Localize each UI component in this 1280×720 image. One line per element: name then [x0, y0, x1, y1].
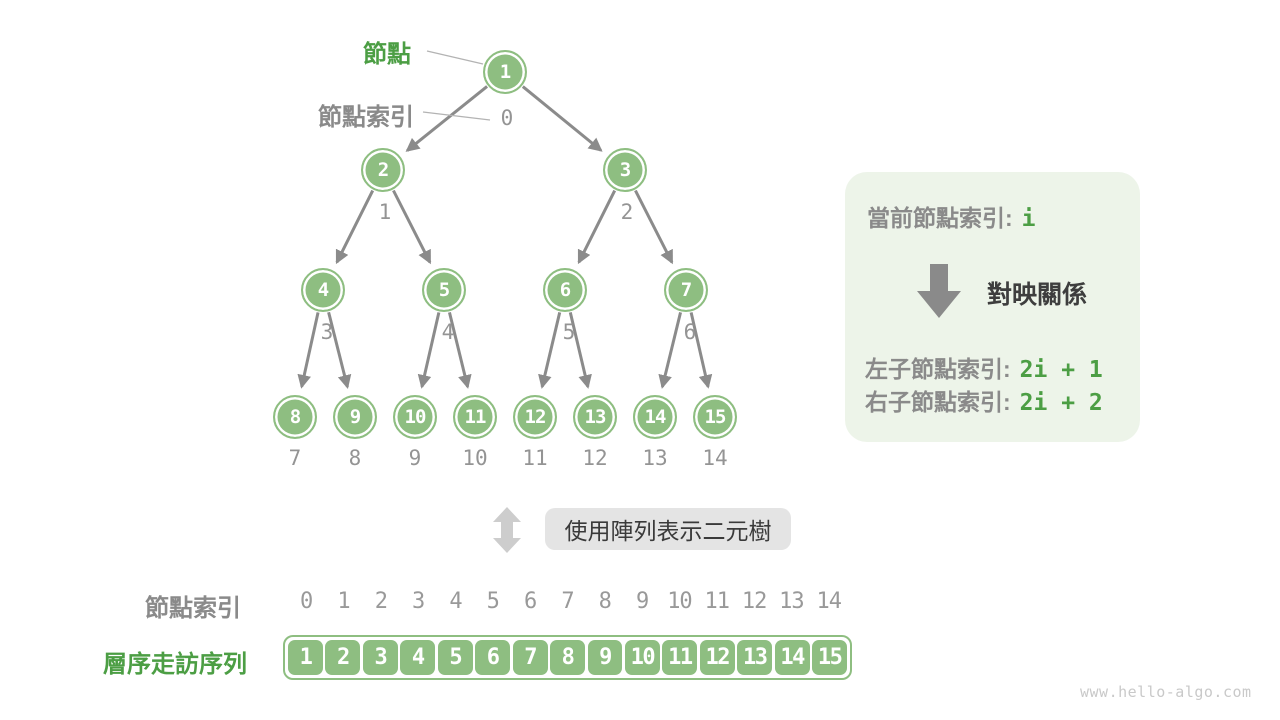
left-child-index-label: 左子節點索引: — [865, 356, 1011, 382]
array-index: 5 — [486, 588, 500, 614]
tree-edge — [538, 312, 562, 389]
tree-node: 9 — [333, 395, 377, 439]
tree-edge — [417, 312, 441, 389]
node-index-label: 13 — [642, 446, 668, 470]
array-cell: 14 — [774, 640, 810, 675]
array-cell: 1 — [288, 640, 323, 675]
tree-edge — [521, 85, 603, 152]
tree-node: 1 — [483, 50, 527, 94]
array-index: 12 — [741, 588, 768, 614]
tree-edge — [392, 189, 432, 265]
tree-node: 15 — [693, 395, 737, 439]
mapping-down-arrow-icon — [917, 264, 961, 318]
array-cell: 7 — [512, 640, 548, 675]
array-index: 6 — [524, 588, 537, 614]
array-representation-caption: 使用陣列表示二元樹 — [545, 508, 791, 550]
node-index-label: 3 — [320, 320, 334, 344]
node-index-label: 11 — [522, 446, 548, 470]
left-child-index-line: 左子節點索引: 2i + 1 — [865, 350, 1103, 384]
tree-node: 7 — [664, 268, 708, 312]
node-index-label: 4 — [441, 320, 455, 344]
index-mapping-panel: 當前節點索引: i 對映關係 左子節點索引: 2i + 1 右子節點索引: 2i + … — [845, 172, 1140, 442]
array-cell: 5 — [437, 640, 473, 675]
array-index: 13 — [779, 588, 805, 614]
node-index-label: 9 — [408, 446, 422, 470]
array-cell: 8 — [550, 640, 585, 675]
tree-node: 8 — [273, 395, 317, 439]
array-index: 11 — [704, 588, 731, 614]
node-index-label: 12 — [582, 446, 608, 470]
array-cell: 12 — [699, 640, 735, 675]
right-child-index-label: 右子節點索引: — [865, 389, 1011, 415]
right-child-index-line: 右子節點索引: 2i + 2 — [865, 383, 1103, 417]
tree-node: 13 — [573, 395, 617, 439]
tree-edge — [634, 189, 674, 265]
array-index: 0 — [300, 588, 313, 614]
tree-edge — [297, 312, 320, 389]
node-index-label: 2 — [620, 200, 634, 224]
node-index-label: 1 — [378, 200, 392, 224]
array-index: 10 — [667, 588, 693, 614]
array-index: 8 — [598, 588, 612, 614]
tree-node: 10 — [393, 395, 437, 439]
array-cell: 11 — [662, 640, 698, 675]
array-index: 4 — [449, 588, 462, 614]
array-index: 7 — [561, 588, 574, 614]
mapping-relation-label: 對映關係 — [987, 281, 1088, 309]
tree-node: 6 — [543, 268, 587, 312]
node-index-label: 14 — [702, 446, 728, 470]
array-index: 3 — [412, 588, 425, 614]
array-cell: 4 — [400, 640, 436, 675]
tree-edge — [577, 189, 617, 265]
tree-edge — [335, 189, 375, 265]
current-index-label: 當前節點索引: — [867, 205, 1013, 231]
array-index: 2 — [374, 588, 388, 614]
node-index-callout-label: 節點索引 — [318, 104, 414, 131]
array-index-row-label: 節點索引 — [145, 595, 241, 622]
current-index-line: 當前節點索引: i — [867, 199, 1036, 233]
right-child-index-code: 2i + 2 — [1019, 390, 1103, 416]
watermark: www.hello-algo.com — [1080, 683, 1252, 701]
node-index-label: 5 — [562, 320, 576, 344]
node-index-label: 8 — [348, 446, 362, 470]
node-callout-label: 節點 — [363, 41, 411, 68]
array-index: 14 — [816, 588, 843, 614]
array-cell: 2 — [325, 640, 361, 675]
tree-node: 12 — [513, 395, 557, 439]
tree-node: 5 — [422, 268, 466, 312]
level-order-sequence-label: 層序走訪序列 — [103, 651, 247, 678]
array-cell: 9 — [587, 640, 623, 675]
node-index-label: 10 — [462, 446, 488, 470]
tree-edge — [405, 85, 489, 152]
left-child-index-code: 2i + 1 — [1019, 357, 1103, 383]
tree-edge — [658, 311, 683, 389]
tree-node: 4 — [301, 268, 345, 312]
array-index: 9 — [635, 588, 649, 614]
current-index-code: i — [1021, 206, 1036, 232]
node-callout-leader-line — [426, 50, 484, 65]
up-down-arrow-icon — [493, 507, 521, 553]
node-index-label: 0 — [500, 106, 514, 130]
index-callout-leader-line — [422, 111, 491, 121]
array-cell: 13 — [737, 640, 773, 675]
tree-node: 3 — [603, 148, 647, 192]
tree-node: 14 — [633, 395, 677, 439]
array-cell: 15 — [812, 640, 848, 675]
array-cell: 10 — [624, 640, 660, 675]
array-cell: 6 — [475, 640, 511, 675]
tree-node: 11 — [453, 395, 497, 439]
array-cell: 3 — [362, 640, 398, 675]
node-index-label: 6 — [683, 320, 697, 344]
node-index-label: 7 — [288, 446, 302, 470]
tree-node: 2 — [361, 148, 405, 192]
array-index: 1 — [337, 588, 350, 614]
